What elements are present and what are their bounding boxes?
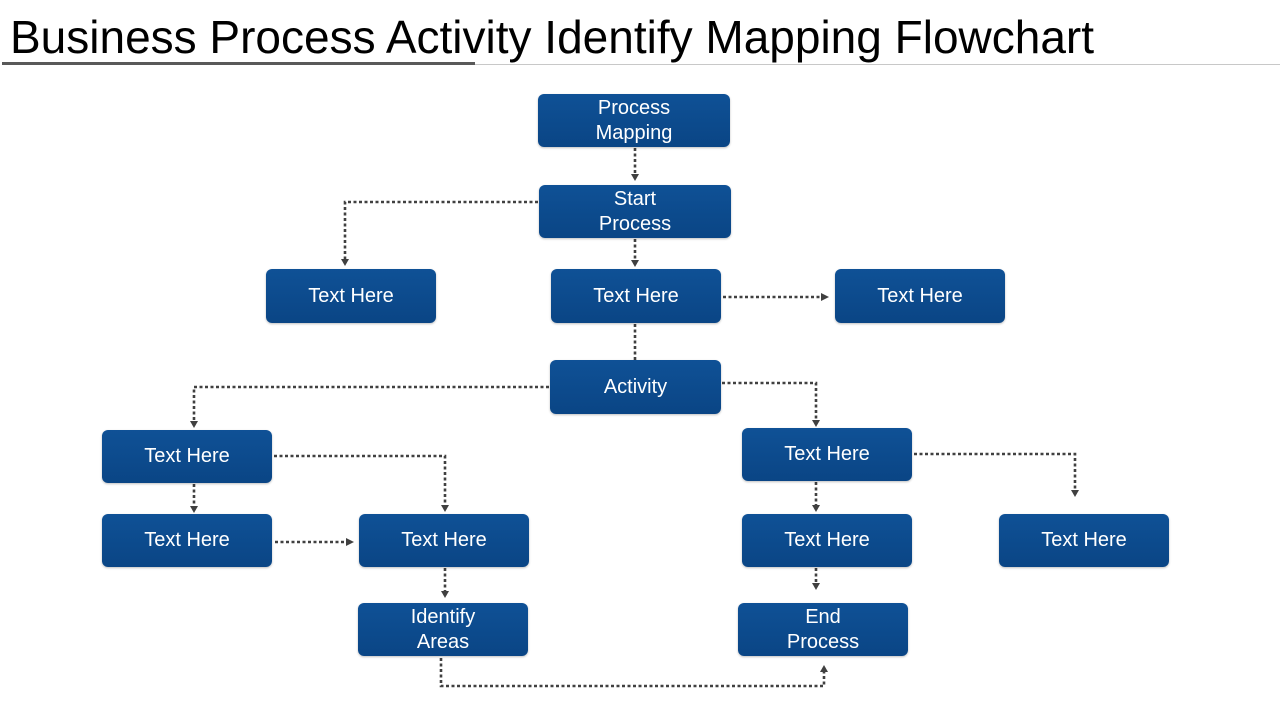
node-label: Activity [603,375,668,398]
node-text-right: Text Here [835,269,1005,323]
arrowhead [441,591,449,598]
arrowhead [631,174,639,181]
node-text-r2: Text Here [742,514,912,567]
connector-r1-to-r3 [914,452,1077,490]
connector-activity-to-left-branch [192,385,549,421]
arrowhead [821,293,829,301]
arrowhead [1071,490,1079,497]
node-text-r3: Text Here [999,514,1169,567]
arrowhead [346,538,354,546]
node-label: Text Here [1041,529,1127,551]
arrowhead [812,420,820,427]
arrowhead [441,505,449,512]
node-label: Text Here [593,284,679,307]
node-label: Text Here [784,443,870,465]
node-label: End Process [786,605,860,653]
node-process-mapping: Process Mapping [538,94,730,147]
node-label: Text Here [144,445,230,467]
node-label: Text Here [401,529,487,551]
node-identify-areas: Identify Areas [358,603,528,656]
node-label: Text Here [784,529,870,551]
connector-l1-to-l3 [274,454,447,505]
title-underline [2,62,475,65]
connector-identify-to-end [439,658,826,688]
node-text-l3: Text Here [359,514,529,567]
arrowhead [190,506,198,513]
connector-activity-to-right-branch [722,381,818,420]
node-label: Text Here [144,529,230,551]
node-label: Text Here [877,284,963,307]
node-text-l1: Text Here [102,430,272,483]
node-label: Identify Areas [410,605,476,653]
arrowhead [190,421,198,428]
node-activity: Activity [550,360,721,414]
node-end-process: End Process [738,603,908,656]
node-text-l2: Text Here [102,514,272,567]
connector-start-to-left [343,200,538,259]
node-text-center: Text Here [551,269,721,323]
page-title: Business Process Activity Identify Mappi… [10,11,1095,63]
arrowhead [820,665,828,672]
node-text-r1: Text Here [742,428,912,481]
node-start-process: Start Process [539,185,731,238]
node-text-left: Text Here [266,269,436,323]
node-label: Text Here [308,284,394,307]
arrowhead [631,260,639,267]
node-label: Start Process [598,187,672,235]
arrowhead [812,583,820,590]
arrowhead [812,505,820,512]
title-divider [475,64,1280,65]
node-label: Process Mapping [595,96,673,144]
arrowhead [341,259,349,266]
